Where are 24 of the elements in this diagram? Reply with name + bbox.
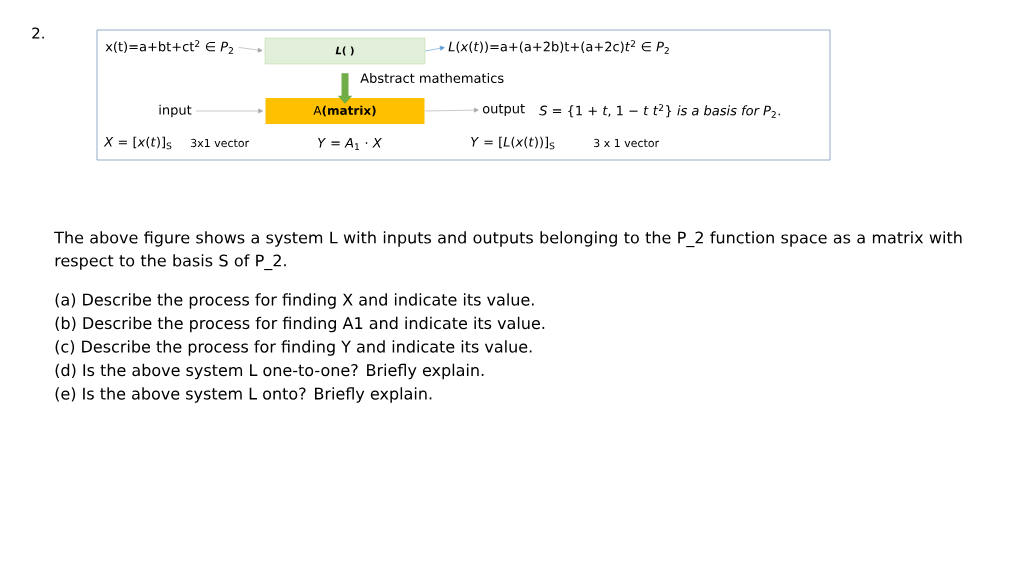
question-item: (d) Is the above system L one-to-one? Briefly explain. [55, 363, 484, 380]
vector-note: 3x1 vector [191, 138, 250, 148]
question-number: 2. [32, 27, 44, 39]
formula-text: Y = [L(x(t))]$_{S}$ [471, 136, 555, 150]
formula-text: Y = A$_{1}$ · X [318, 138, 382, 150]
arrow [424, 45, 445, 52]
question-item: (c) Describe the process for finding Y and indicate its value. [55, 340, 532, 356]
question-item: (b) Describe the process for finding A1 and indicate its value. [55, 316, 545, 333]
question-paragraph: The above figure shows a system L with inputs and outputs belonging to the P_2 function space as a matrix with respect to the basis S of P_2. [54, 231, 962, 271]
input-label: input [159, 104, 192, 118]
formula-text: X = [x(t)]$_{S}$ [103, 136, 172, 150]
arrow [424, 107, 479, 113]
output-label: output [482, 104, 525, 116]
matrix-box: A(matrix) [265, 98, 425, 124]
arrow [238, 47, 263, 53]
process-box: L( ) [264, 37, 426, 65]
question-item: (e) Is the above system L onto? Briefly explain. [55, 387, 432, 403]
arrow [195, 108, 263, 114]
edge-label: Abstract mathematics [359, 71, 506, 85]
formula-text: L(x(t))=a+(a+2b)t+(a+2c)t$^{2}$ ∈ P$_{2}$ [448, 40, 669, 54]
formula-text: S = {1 + t, 1 − t t$^{2}$} is a basis for P$_{2}$. [539, 104, 780, 118]
formula-text: x(t)=a+bt+ct$^{2}$ ∈ P$_{2}$ [105, 40, 233, 54]
vector-note: 3 x 1 vector [594, 138, 660, 148]
question-item: (a) Describe the process for finding X and indicate its value. [55, 293, 534, 309]
